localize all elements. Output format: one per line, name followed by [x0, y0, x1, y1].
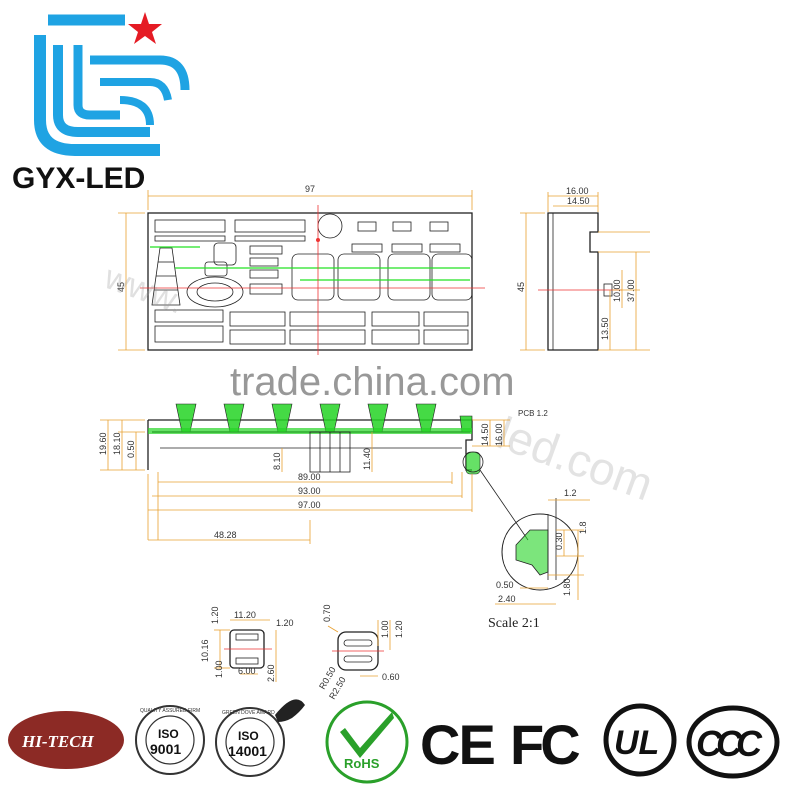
bottom-h4: 8.10	[272, 452, 282, 470]
certifications-row: HI-TECH ISO 9001 QUALITY ASSURED FIRM IS…	[8, 699, 780, 784]
bottom-h2: 18.10	[112, 432, 122, 455]
bottom-h1: 19.60	[98, 432, 108, 455]
side-height: 45	[516, 282, 526, 292]
svg-text:14001: 14001	[228, 743, 267, 759]
side-d2: 14.50	[567, 196, 590, 206]
pcb-label: PCB 1.2	[518, 409, 548, 418]
svg-text:GREEN DOVE AWARD: GREEN DOVE AWARD	[222, 710, 275, 716]
watermark-left: www.	[99, 258, 189, 322]
ul-mark: UL	[603, 703, 677, 777]
bottom-h5: 11.40	[362, 448, 372, 470]
hi-tech-badge: HI-TECH	[8, 711, 124, 769]
brand-name: GYX-LED	[12, 162, 145, 195]
svg-text:ISO: ISO	[158, 727, 179, 741]
front-view: 97 45	[116, 184, 485, 355]
bottom-h7: 16.00	[494, 423, 504, 446]
detail-d2: 0.30	[554, 532, 564, 550]
detail-d3: 1.8	[578, 521, 588, 534]
digit-a-d2: 11.20	[234, 610, 256, 620]
bottom-view: 19.60 18.10 0.50 8.10 11.40 14.50 16.00 …	[98, 403, 548, 544]
svg-text:CE: CE	[420, 713, 494, 776]
star-icon	[128, 12, 162, 44]
side-d4: 37.00	[626, 279, 636, 302]
svg-text:UL: UL	[614, 724, 659, 762]
svg-text:FC: FC	[510, 713, 579, 776]
bottom-w1: 89.00	[298, 472, 321, 482]
digit-a-d4: 10.16	[200, 639, 210, 662]
digit-a-d5: 1.00	[214, 660, 224, 678]
digit-detail-a: 1.20 11.20 1.20 10.16 1.00 6.00 2.60	[200, 606, 294, 682]
brand-logo	[34, 12, 190, 156]
dove-icon	[275, 699, 305, 722]
side-view: 16.00 14.50 45 10.00 37.00 13.50	[516, 186, 650, 351]
rohs-badge: RoHS	[325, 700, 409, 784]
svg-text:ISO: ISO	[238, 729, 259, 743]
iso14001-badge: ISO 14001 GREEN DOVE AWARD	[215, 699, 305, 777]
digit-a-d3: 1.20	[276, 618, 294, 628]
detail-scale: Scale 2:1	[488, 616, 540, 631]
fc-mark: FC	[510, 713, 583, 776]
digit-a-d7: 2.60	[266, 664, 276, 682]
bottom-w3: 97.00	[298, 500, 321, 510]
watermark-main: trade.china.com	[230, 360, 515, 404]
bottom-h6: 14.50	[480, 423, 490, 446]
side-d1: 16.00	[566, 186, 589, 196]
svg-text:QUALITY ASSURED FIRM: QUALITY ASSURED FIRM	[140, 708, 200, 714]
ce-mark: CE	[420, 713, 496, 776]
iso9001-badge: ISO 9001 QUALITY ASSURED FIRM	[135, 705, 205, 775]
detail-d1: 1.2	[564, 488, 577, 498]
checkmark-icon	[340, 712, 394, 758]
front-height-dim: 45	[116, 282, 126, 292]
digit-detail-b: 0.70 1.00 1.20 R0.50 R2.50 0.60	[317, 604, 404, 701]
digit-b-d1: 0.70	[322, 604, 332, 622]
bottom-w4: 48.28	[214, 530, 237, 540]
svg-text:RoHS: RoHS	[344, 756, 380, 771]
detail-d5: 1.80	[562, 578, 572, 596]
svg-text:HI-TECH: HI-TECH	[21, 732, 95, 751]
digit-a-d1: 1.20	[210, 606, 220, 624]
detail-d4: 0.50	[496, 580, 514, 590]
svg-text:CCC: CCC	[696, 723, 763, 764]
bottom-h3: 0.50	[126, 440, 136, 458]
svg-text:9001: 9001	[150, 741, 181, 757]
digit-a-d6: 6.00	[238, 666, 256, 676]
digit-b-d6: 0.60	[382, 672, 400, 682]
digit-b-d3: 1.20	[394, 620, 404, 638]
side-d5: 13.50	[600, 317, 610, 340]
digit-b-d2: 1.00	[380, 620, 390, 638]
ccc-mark: CCC	[686, 705, 780, 779]
side-d3: 10.00	[612, 279, 622, 302]
detail-d6: 2.40	[498, 594, 516, 604]
front-width-dim: 97	[305, 184, 315, 194]
bottom-w2: 93.00	[298, 486, 321, 496]
detail-view: 1.2 0.30 1.8 0.50 1.80 2.40 Scale 2:1	[488, 488, 590, 631]
